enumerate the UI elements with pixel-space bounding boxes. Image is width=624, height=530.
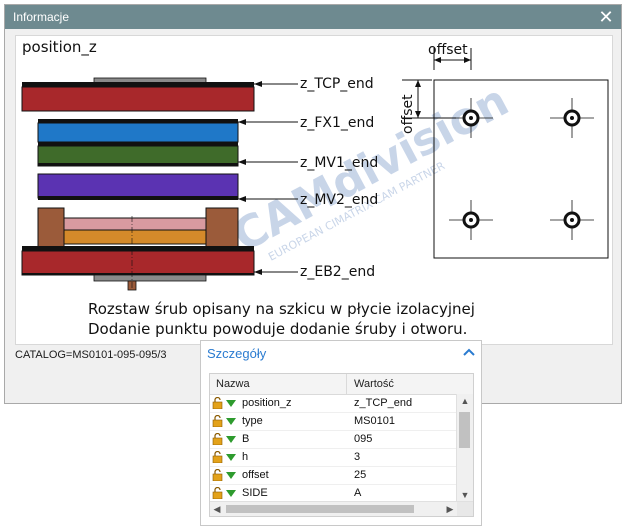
bolt-hole-4-icon xyxy=(550,200,594,240)
title-bar: Informacje ✕ xyxy=(5,5,621,29)
column-name-header[interactable]: Nazwa xyxy=(216,378,250,390)
scroll-right-icon[interactable]: ▶ xyxy=(446,504,454,514)
label-fx1: z_FX1_end xyxy=(300,115,374,131)
label-tcp: z_TCP_end xyxy=(300,76,374,92)
schematic-drawing: position_z CAMdivision EUROPEAN CIMATRIX… xyxy=(15,35,613,345)
lock-icon xyxy=(212,396,242,410)
horizontal-scroll-thumb[interactable] xyxy=(226,505,414,513)
lock-icon xyxy=(212,468,242,482)
vertical-scrollbar[interactable]: ▲ ▼ xyxy=(456,394,473,502)
lock-icon xyxy=(212,432,242,446)
mv2-strip xyxy=(38,196,238,200)
table-row[interactable]: h 3 xyxy=(210,448,458,467)
window-title: Informacje xyxy=(13,10,70,24)
details-panel: Szczegóły Nazwa Wartość position_z z_TC xyxy=(200,340,482,526)
close-button[interactable]: ✕ xyxy=(598,7,614,27)
scrollbar-corner xyxy=(457,502,473,516)
details-header[interactable]: Szczegóły xyxy=(201,341,481,367)
tcp-plate xyxy=(21,86,255,112)
vertical-scroll-thumb[interactable] xyxy=(459,412,470,448)
leader-arrows xyxy=(238,81,262,275)
offset-top-label: offset xyxy=(428,42,468,58)
row-value[interactable]: 095 xyxy=(354,433,373,445)
scroll-down-icon[interactable]: ▼ xyxy=(460,490,470,500)
row-value[interactable]: A xyxy=(354,487,362,499)
row-name: B xyxy=(242,433,250,445)
row-value[interactable]: 3 xyxy=(354,451,361,463)
mv1-strip xyxy=(38,142,238,146)
details-title: Szczegóły xyxy=(207,346,267,361)
column-value-header[interactable]: Wartość xyxy=(354,378,394,390)
label-mv2: z_MV2_end xyxy=(300,192,378,208)
table-row[interactable]: type MS0101 xyxy=(210,412,458,431)
scroll-up-icon[interactable]: ▲ xyxy=(460,396,470,406)
grid-header: Nazwa Wartość xyxy=(210,374,473,395)
mv1-bottom xyxy=(38,163,238,166)
mv2-plate xyxy=(37,173,239,199)
bolt-hole-3-icon xyxy=(449,200,493,240)
watermark: CAMdivision EUROPEAN CIMATRIX CAM PARTNE… xyxy=(225,75,517,264)
row-value[interactable]: 25 xyxy=(354,469,367,481)
eb2-strip xyxy=(22,246,254,251)
lock-icon xyxy=(212,414,242,428)
catalog-text: CATALOG=MS0101-095-095/3 xyxy=(15,349,167,361)
table-row[interactable]: B 095 xyxy=(210,430,458,449)
row-name: offset xyxy=(242,469,269,481)
eb2-bottom xyxy=(22,273,254,275)
ejector-left-block xyxy=(37,207,65,249)
lock-icon xyxy=(212,450,242,464)
lock-icon xyxy=(212,486,242,500)
offset-side-label: offset xyxy=(400,94,416,134)
horizontal-scrollbar[interactable]: ◀ ▶ xyxy=(210,501,473,516)
note-line-1: Rozstaw śrub opisany na szkicu w płycie … xyxy=(88,300,475,318)
ejector-orange-plate xyxy=(63,229,207,245)
tcp-black-strip xyxy=(22,82,254,87)
drawing-heading: position_z xyxy=(22,38,97,57)
row-name: position_z xyxy=(242,397,292,409)
note-line-2: Dodanie punktu powoduje dodanie śruby i … xyxy=(88,320,467,338)
table-row[interactable]: offset 25 xyxy=(210,466,458,485)
row-value[interactable]: MS0101 xyxy=(354,415,395,427)
ejector-right-block xyxy=(205,207,239,249)
eb2-plate xyxy=(21,250,255,276)
properties-grid: Nazwa Wartość position_z z_TCP_end xyxy=(209,373,474,517)
row-value[interactable]: z_TCP_end xyxy=(354,397,413,409)
chevron-up-icon[interactable] xyxy=(463,345,475,360)
bolt-hole-2-icon xyxy=(550,98,594,138)
schematic-svg: position_z CAMdivision EUROPEAN CIMATRIX… xyxy=(21,38,609,338)
row-name: type xyxy=(242,415,263,427)
ejector-pink-plate xyxy=(63,217,207,231)
scroll-left-icon[interactable]: ◀ xyxy=(213,504,221,514)
fx1-strip xyxy=(38,119,238,123)
bolt-hole-1-icon xyxy=(449,98,493,138)
label-eb2: z_EB2_end xyxy=(300,264,375,280)
bolt-layout-frame xyxy=(433,79,609,259)
eb2-bottom-part xyxy=(93,274,207,282)
table-row[interactable]: position_z z_TCP_end xyxy=(210,394,458,413)
label-mv1: z_MV1_end xyxy=(300,155,378,171)
information-window: Informacje ✕ position_z CAMdivision EURO… xyxy=(4,4,622,404)
row-name: SIDE xyxy=(242,487,268,499)
row-name: h xyxy=(242,451,249,463)
fx1-plate xyxy=(37,122,239,143)
